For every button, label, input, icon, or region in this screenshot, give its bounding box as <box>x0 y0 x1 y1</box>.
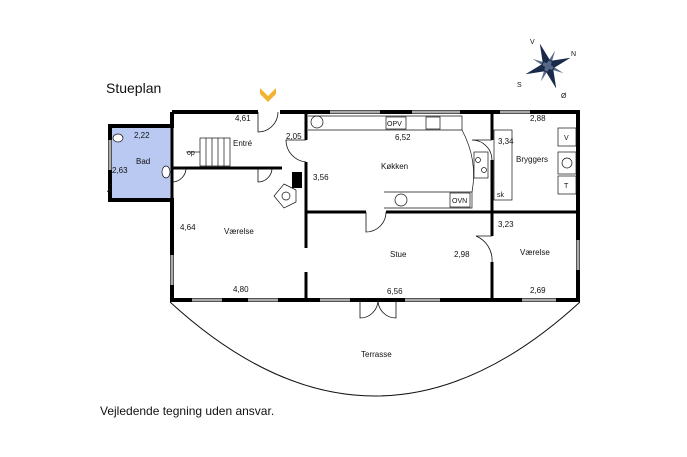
stove-fixture <box>273 183 297 209</box>
room-stue: Stue <box>390 250 407 259</box>
compass-o: Ø <box>561 93 567 100</box>
room-entre: Entré <box>233 139 253 148</box>
kitchen-counters <box>308 115 489 209</box>
dim-vaerelse-left-h: 4,64 <box>180 223 196 232</box>
windows <box>108 110 580 302</box>
page-title: Stueplan <box>106 80 162 96</box>
chimney-block <box>292 172 302 188</box>
dim-kokken-w: 6,52 <box>395 133 411 142</box>
room-bad: Bad <box>136 157 150 166</box>
bad-small-label: 4 <box>107 188 111 195</box>
dim-kokken-h: 3,56 <box>313 173 329 182</box>
room-bryggers: Bryggers <box>516 155 548 164</box>
dim-bryggers-h: 3,34 <box>498 137 514 146</box>
compass-n: N <box>571 51 576 58</box>
dim-entre-h: 2,05 <box>286 132 302 141</box>
sk-label: sk <box>497 192 505 199</box>
entrance-arrow-icon <box>260 88 276 102</box>
dim-stue-h: 2,98 <box>454 250 470 259</box>
dim-vaerelse-right-w: 2,69 <box>530 286 546 295</box>
dim-stue-w: 6,56 <box>387 287 403 296</box>
opv-label: OPV <box>387 121 402 128</box>
terrace-outline <box>169 301 581 397</box>
utility-fixtures <box>493 127 577 201</box>
dim-bryggers-w: 2,88 <box>530 114 546 123</box>
stair-label: op <box>187 150 195 157</box>
compass-s: S <box>517 82 522 89</box>
room-terrasse: Terrasse <box>361 350 392 359</box>
interior-walls <box>170 112 578 300</box>
room-kokken: Køkken <box>381 162 408 171</box>
dim-vaerelse-right-h: 3,23 <box>498 220 514 229</box>
dim-bad-h: 2,63 <box>112 166 128 175</box>
bryg-v-label: V <box>564 135 569 142</box>
bryg-t-label: T <box>564 183 569 190</box>
bathroom-fixtures <box>112 133 171 179</box>
room-vaerelse-right: Værelse <box>520 248 550 257</box>
dim-entre-w: 4,61 <box>235 114 251 123</box>
dim-vaerelse-left-w: 4,80 <box>233 285 249 294</box>
dim-bad-w: 2,22 <box>134 131 150 140</box>
room-vaerelse-left: Værelse <box>224 227 254 236</box>
ovn-label: OVN <box>452 198 467 205</box>
opv-box <box>385 116 407 130</box>
compass-v: V <box>530 39 535 46</box>
compass-rose-icon <box>525 43 571 89</box>
oven-box <box>449 192 471 208</box>
front-door-swing <box>257 111 279 133</box>
disclaimer: Vejledende tegning uden ansvar. <box>100 404 275 418</box>
interior-doors <box>171 139 493 319</box>
staircase <box>186 137 231 167</box>
